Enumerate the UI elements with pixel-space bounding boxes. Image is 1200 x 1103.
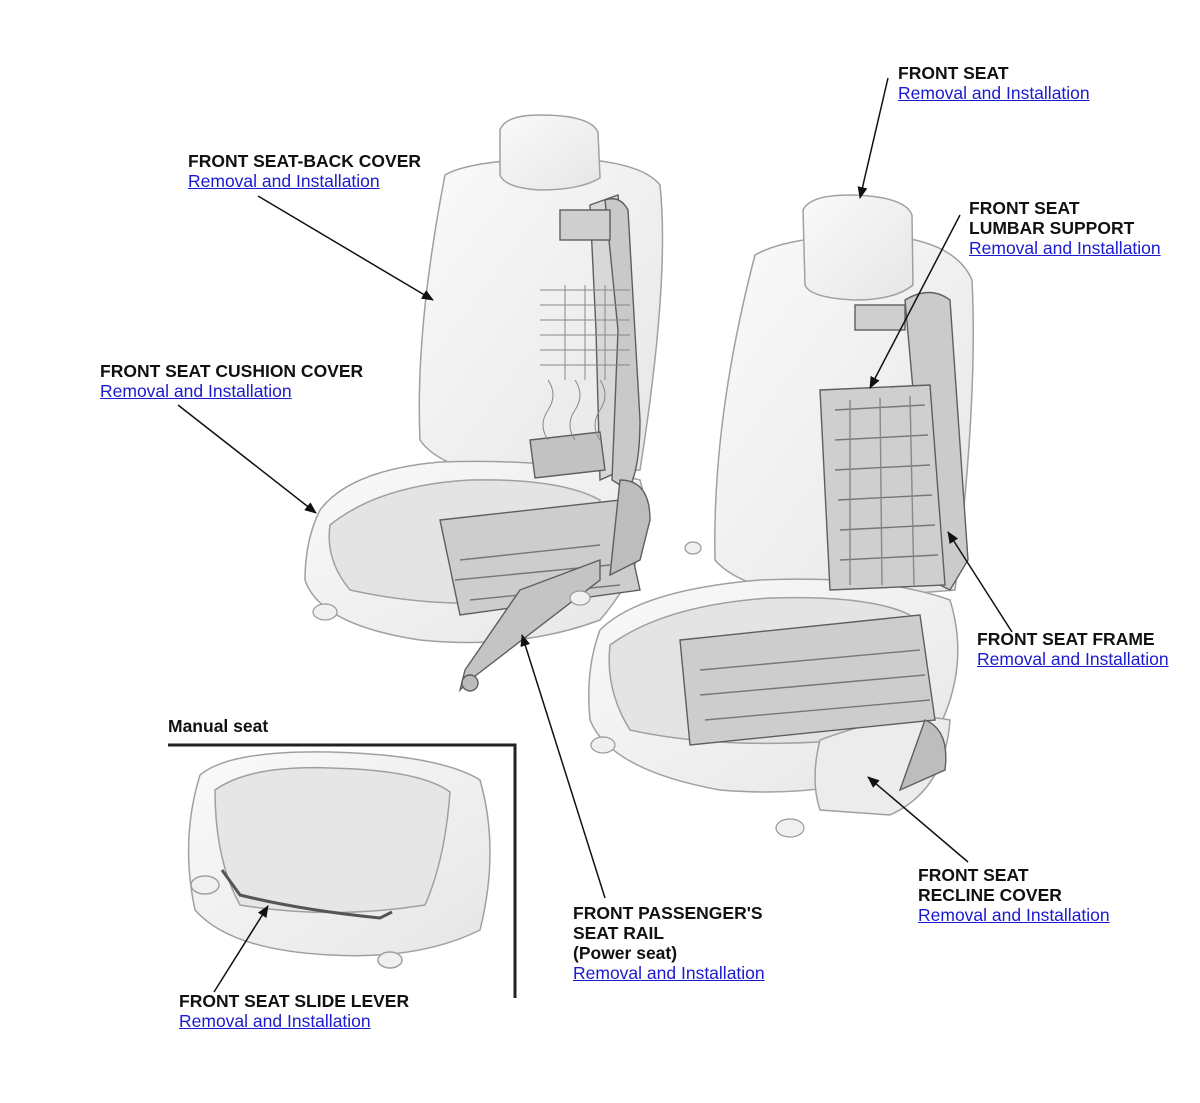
callout-front-seat-back-cover-title: FRONT SEAT-BACK COVER xyxy=(188,151,422,171)
callout-front-seat-back-cover: FRONT SEAT-BACK COVER Removal and Instal… xyxy=(188,151,421,191)
front-seat-recline-cover-removal-link[interactable]: Removal and Installation xyxy=(918,905,1110,925)
right-seat-frame xyxy=(679,291,969,792)
arrow-seat-frame xyxy=(947,531,1013,633)
callout-front-seat-recline-cover-title: FRONT SEAT RECLINE COVER xyxy=(918,865,1062,905)
callout-front-seat-recline-cover: FRONT SEAT RECLINE COVER Removal and Ins… xyxy=(918,865,1110,925)
arrow-cushion-cover xyxy=(177,404,317,514)
left-seat-headrest xyxy=(499,114,601,191)
front-seat-lumbar-support-removal-link[interactable]: Removal and Installation xyxy=(969,238,1161,258)
callout-front-seat: FRONT SEAT Removal and Installation xyxy=(898,63,1090,103)
callout-front-seat-frame-title: FRONT SEAT FRAME xyxy=(977,629,1155,649)
arrow-recline-cover xyxy=(867,776,969,863)
inset-frame xyxy=(168,743,517,998)
front-seat-removal-link[interactable]: Removal and Installation xyxy=(898,83,1090,103)
callout-front-seat-lumbar-support-title: FRONT SEAT LUMBAR SUPPORT xyxy=(969,198,1135,238)
right-seat-headrest xyxy=(802,194,914,301)
front-seat-cushion-cover-removal-link[interactable]: Removal and Installation xyxy=(100,381,292,401)
callout-front-seat-cushion-cover: FRONT SEAT CUSHION COVER Removal and Ins… xyxy=(100,361,363,401)
callout-front-seat-frame: FRONT SEAT FRAME Removal and Installatio… xyxy=(977,629,1169,669)
arrow-slide-lever xyxy=(213,905,269,993)
callout-front-passenger-seat-rail: FRONT PASSENGER'S SEAT RAIL (Power seat)… xyxy=(573,903,765,983)
left-seat-feet xyxy=(312,590,591,621)
inset-seat xyxy=(187,751,491,969)
arrow-lumbar-support xyxy=(869,214,961,389)
arrow-seat-back-cover xyxy=(257,195,434,301)
inset-title: Manual seat xyxy=(168,716,269,736)
left-seat-lumbar-grid xyxy=(540,285,630,441)
left-seat-frame xyxy=(439,194,651,693)
front-seat-frame-removal-link[interactable]: Removal and Installation xyxy=(977,649,1169,669)
arrow-front-seat xyxy=(857,77,889,199)
arrow-seat-rail xyxy=(520,634,606,899)
front-seat-back-cover-removal-link[interactable]: Removal and Installation xyxy=(188,171,380,191)
callout-front-seat-slide-lever: FRONT SEAT SLIDE LEVER Removal and Insta… xyxy=(179,991,409,1031)
right-seat-feet xyxy=(590,541,805,838)
front-passenger-seat-rail-removal-link[interactable]: Removal and Installation xyxy=(573,963,765,983)
callout-front-seat-cushion-cover-title: FRONT SEAT CUSHION COVER xyxy=(100,361,364,381)
callout-front-seat-lumbar-support: FRONT SEAT LUMBAR SUPPORT Removal and In… xyxy=(969,198,1161,258)
callout-front-seat-title: FRONT SEAT xyxy=(898,63,1009,83)
inset-slide-lever xyxy=(220,869,393,920)
callout-front-seat-slide-lever-title: FRONT SEAT SLIDE LEVER xyxy=(179,991,410,1011)
leader-lines xyxy=(177,77,1013,993)
front-seat-slide-lever-removal-link[interactable]: Removal and Installation xyxy=(179,1011,371,1031)
callout-front-passenger-seat-rail-title: FRONT PASSENGER'S SEAT RAIL (Power seat) xyxy=(573,903,763,963)
